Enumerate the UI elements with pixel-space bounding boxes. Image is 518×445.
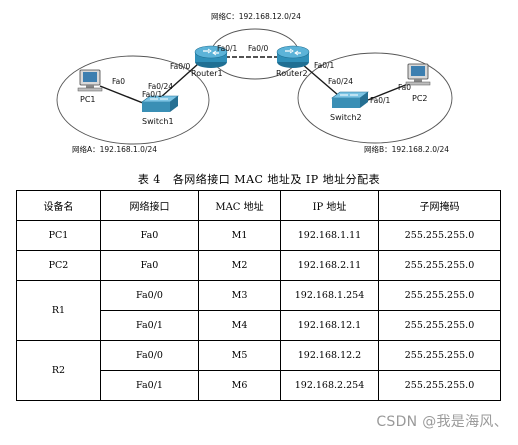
cell-mask: 255.255.255.0 <box>378 280 501 311</box>
cell-mask: 255.255.255.0 <box>378 220 501 251</box>
table-row: Fa0/1 M6 192.168.2.254 255.255.255.0 <box>17 370 501 401</box>
link-switch1-router1 <box>159 63 199 99</box>
header-interface: 网络接口 <box>100 190 199 221</box>
pc2-label: PC2 <box>412 94 428 103</box>
cell-mac: M3 <box>198 280 281 311</box>
header-mac: MAC 地址 <box>198 190 281 221</box>
table-row: Fa0/1 M4 192.168.12.1 255.255.255.0 <box>17 310 501 341</box>
cell-ip: 192.168.1.254 <box>280 280 379 311</box>
table-row: R1 Fa0/0 M3 192.168.1.254 255.255.255.0 <box>16 280 501 341</box>
port-label-r1-fa01: Fa0/1 <box>217 44 238 53</box>
switch2-icon[interactable] <box>331 91 369 108</box>
port-label-r1-fa00: Fa0/0 <box>170 62 191 71</box>
port-label-sw1-fa024: Fa0/24 <box>148 82 173 91</box>
cell-mask: 255.255.255.0 <box>378 310 501 341</box>
switch1-icon[interactable] <box>141 95 179 112</box>
pc1-label: PC1 <box>80 95 96 104</box>
link-router2-switch2 <box>301 63 339 96</box>
network-b-ellipse <box>297 52 453 144</box>
router2-label: Router2 <box>276 69 308 78</box>
port-label-r2-fa00: Fa0/0 <box>248 44 269 53</box>
pc2-icon[interactable] <box>405 63 431 86</box>
pc1-icon[interactable] <box>77 69 103 92</box>
watermark: CSDN @我是海风、 <box>376 414 508 430</box>
router2-icon[interactable] <box>276 45 310 68</box>
cell-mac: M1 <box>198 220 281 251</box>
cell-mac: M5 <box>198 340 281 371</box>
cell-device: PC2 <box>16 250 101 281</box>
port-label-r2-fa01: Fa0/1 <box>314 61 335 70</box>
cell-mask: 255.255.255.0 <box>378 250 501 281</box>
link-switch2-pc2 <box>367 83 409 101</box>
router1-label: Router1 <box>191 69 223 78</box>
router1-icon[interactable] <box>194 45 228 68</box>
port-label-sw1-fa01: Fa0/1 <box>142 90 163 99</box>
address-table: 设备名 网络接口 MAC 地址 IP 地址 子网掩码 PC1 Fa0 M1 19… <box>16 190 501 401</box>
cell-device: R2 <box>16 340 101 401</box>
cell-ip: 192.168.12.1 <box>280 310 379 341</box>
cell-interface: Fa0 <box>100 220 199 251</box>
cell-interface: Fa0 <box>100 250 199 281</box>
cell-ip: 192.168.2.254 <box>280 370 379 401</box>
table-row: PC1 Fa0 M1 192.168.1.11 255.255.255.0 <box>16 220 501 251</box>
port-label-sw2-fa024: Fa0/24 <box>328 77 353 86</box>
caption-text: 各网络接口 MAC 地址及 IP 地址分配表 <box>172 173 381 186</box>
table-header-row: 设备名 网络接口 MAC 地址 IP 地址 子网掩码 <box>16 190 501 221</box>
network-a-label: 网络A：192.168.1.0/24 <box>72 144 157 154</box>
table-row: R2 Fa0/0 M5 192.168.12.2 255.255.255.0 <box>16 340 501 401</box>
network-topology-diagram: 网络C：192.168.12.0/24 网络A：192.168.1.0/24 网… <box>56 11 453 154</box>
cell-device: PC1 <box>16 220 101 251</box>
caption-label: 表 4 <box>137 173 161 186</box>
cell-mac: M2 <box>198 250 281 281</box>
cell-interface: Fa0/0 <box>100 280 199 311</box>
table-caption: 表 4 各网络接口 MAC 地址及 IP 地址分配表 <box>0 171 518 187</box>
port-label-sw2-fa01: Fa0/1 <box>370 96 391 105</box>
network-c-label: 网络C：192.168.12.0/24 <box>211 11 301 21</box>
link-pc1-switch1 <box>99 85 149 106</box>
cell-ip: 192.168.2.11 <box>280 250 379 281</box>
cell-interface: Fa0/1 <box>100 370 199 401</box>
header-device: 设备名 <box>16 190 101 221</box>
header-mask: 子网掩码 <box>378 190 501 221</box>
cell-mask: 255.255.255.0 <box>378 340 501 371</box>
port-label-pc2-fa0: Fa0 <box>398 83 411 92</box>
table-row: PC2 Fa0 M2 192.168.2.11 255.255.255.0 <box>16 250 501 281</box>
cell-interface: Fa0/0 <box>100 340 199 371</box>
cell-interface: Fa0/1 <box>100 310 199 341</box>
header-ip: IP 地址 <box>280 190 379 221</box>
cell-device: R1 <box>16 280 101 341</box>
cell-mac: M4 <box>198 310 281 341</box>
cell-mac: M6 <box>198 370 281 401</box>
cell-ip: 192.168.1.11 <box>280 220 379 251</box>
port-label-pc1-fa0: Fa0 <box>112 77 125 86</box>
switch1-label: Switch1 <box>142 117 174 126</box>
cell-ip: 192.168.12.2 <box>280 340 379 371</box>
switch2-label: Switch2 <box>330 113 362 122</box>
network-b-label: 网络B：192.168.2.0/24 <box>364 144 449 154</box>
cell-mask: 255.255.255.0 <box>378 370 501 401</box>
network-a-ellipse <box>56 55 210 145</box>
